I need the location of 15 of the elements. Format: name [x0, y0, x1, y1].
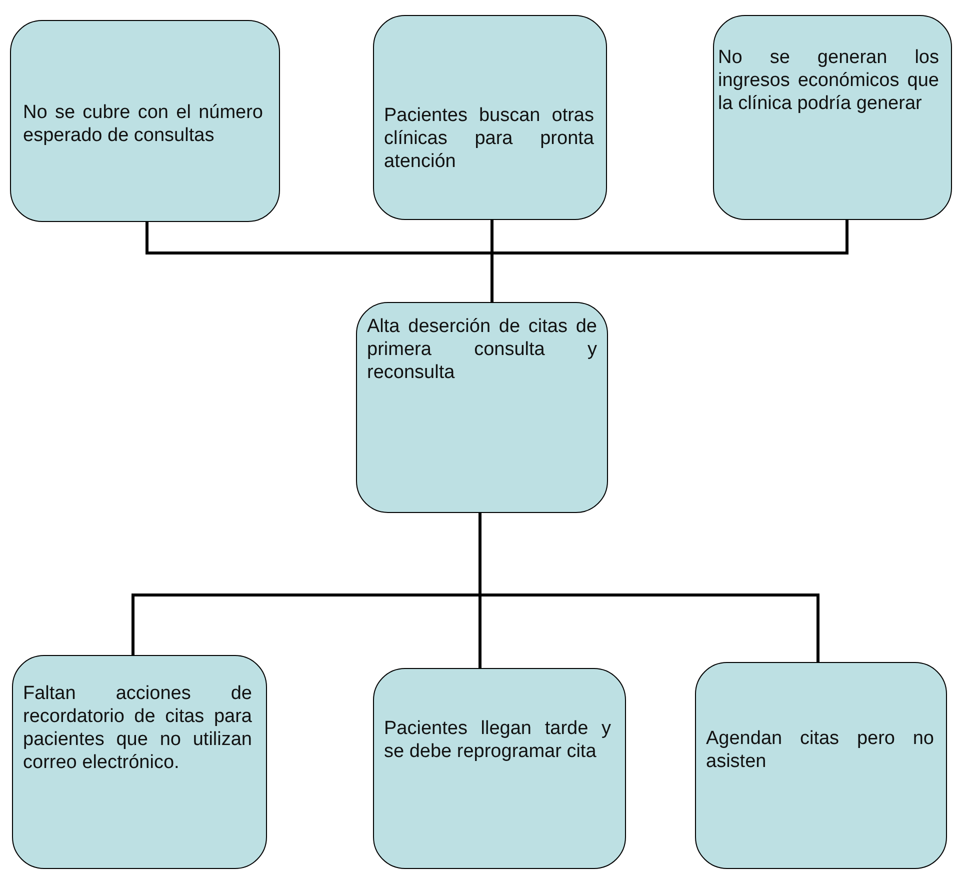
- process-box: [695, 662, 947, 869]
- connector-line: [490, 220, 848, 302]
- box-text: Pacientes llegan tarde y se debe reprogramar cita: [384, 717, 611, 763]
- process-box: [12, 655, 267, 869]
- process-box: [356, 302, 608, 513]
- process-box: [373, 15, 607, 220]
- process-box: [10, 20, 280, 222]
- box-text: Alta deserción de citas de primera consulta y reconsulta: [367, 315, 597, 384]
- box-text: No se generan los ingresos económicos que la clínica podría generar: [718, 46, 939, 115]
- box-text: Pacientes buscan otras clínicas para pronta atención: [384, 104, 594, 173]
- process-box: [373, 668, 626, 869]
- box-text: No se cubre con el número esperado de consultas: [23, 101, 263, 147]
- box-text: Faltan acciones de recordatorio de citas para pacientes que no utilizan correo electrónico.: [23, 682, 252, 774]
- box-text: Agendan citas pero no asisten: [706, 727, 934, 773]
- process-box: [713, 15, 952, 220]
